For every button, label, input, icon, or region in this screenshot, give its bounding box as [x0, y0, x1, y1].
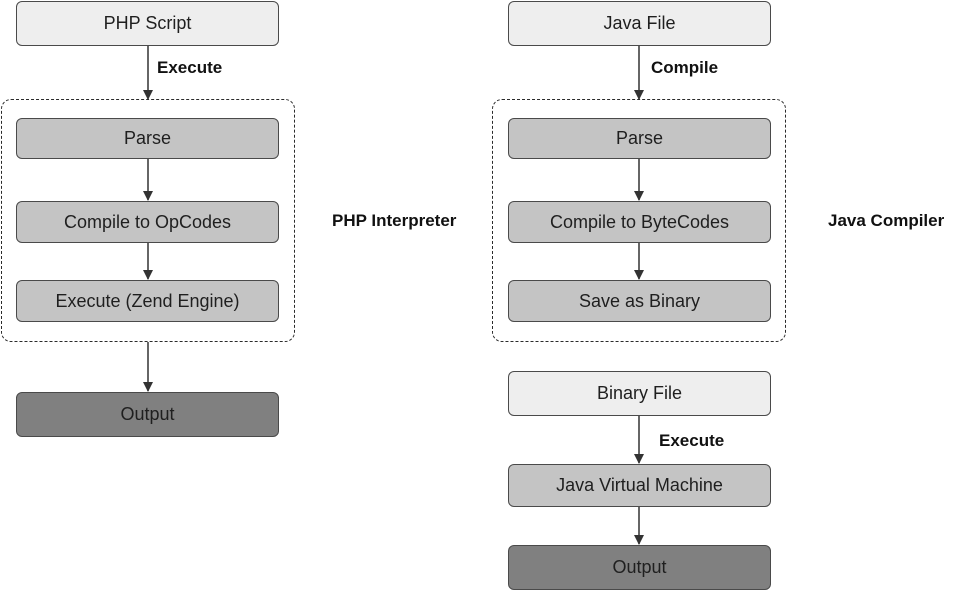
java-compile-label: Compile [651, 58, 719, 77]
php-output-node: Output [16, 392, 279, 437]
java-compiler-group [492, 99, 786, 342]
php-parse-label: Parse [123, 128, 172, 148]
php-interpreter-group [1, 99, 295, 342]
php-compile-node: Compile to OpCodes [16, 201, 279, 243]
java-compiler-label: Java Compiler [828, 211, 945, 230]
php-output-label: Output [120, 404, 175, 424]
java-parse-label: Parse [615, 128, 664, 148]
java-execute-label: Execute [659, 431, 725, 450]
php-interpreter-label: PHP Interpreter [332, 211, 457, 230]
java-file-node: Java File [508, 1, 771, 46]
java-file-label: Java File [603, 13, 676, 33]
java-save-binary-label: Save as Binary [578, 290, 701, 311]
php-script-label: PHP Script [103, 13, 192, 33]
java-parse-node: Parse [508, 118, 771, 159]
java-save-binary-node: Save as Binary [508, 280, 771, 322]
java-bytecodes-node: Compile to ByteCodes [508, 201, 771, 243]
php-execute-node: Execute (Zend Engine) [16, 280, 279, 322]
php-parse-node: Parse [16, 118, 279, 159]
php-execute-label: Execute [157, 58, 223, 77]
java-binary-file-node: Binary File [508, 371, 771, 416]
php-execute-engine-label: Execute (Zend Engine) [55, 290, 240, 311]
java-output-node: Output [508, 545, 771, 590]
java-vm-label: Java Virtual Machine [556, 475, 723, 495]
java-binary-file-label: Binary File [596, 383, 683, 403]
java-vm-node: Java Virtual Machine [508, 464, 771, 507]
php-compile-label: Compile to OpCodes [63, 211, 232, 232]
php-script-node: PHP Script [16, 1, 279, 46]
java-bytecodes-label: Compile to ByteCodes [549, 211, 730, 232]
java-output-label: Output [612, 557, 667, 577]
